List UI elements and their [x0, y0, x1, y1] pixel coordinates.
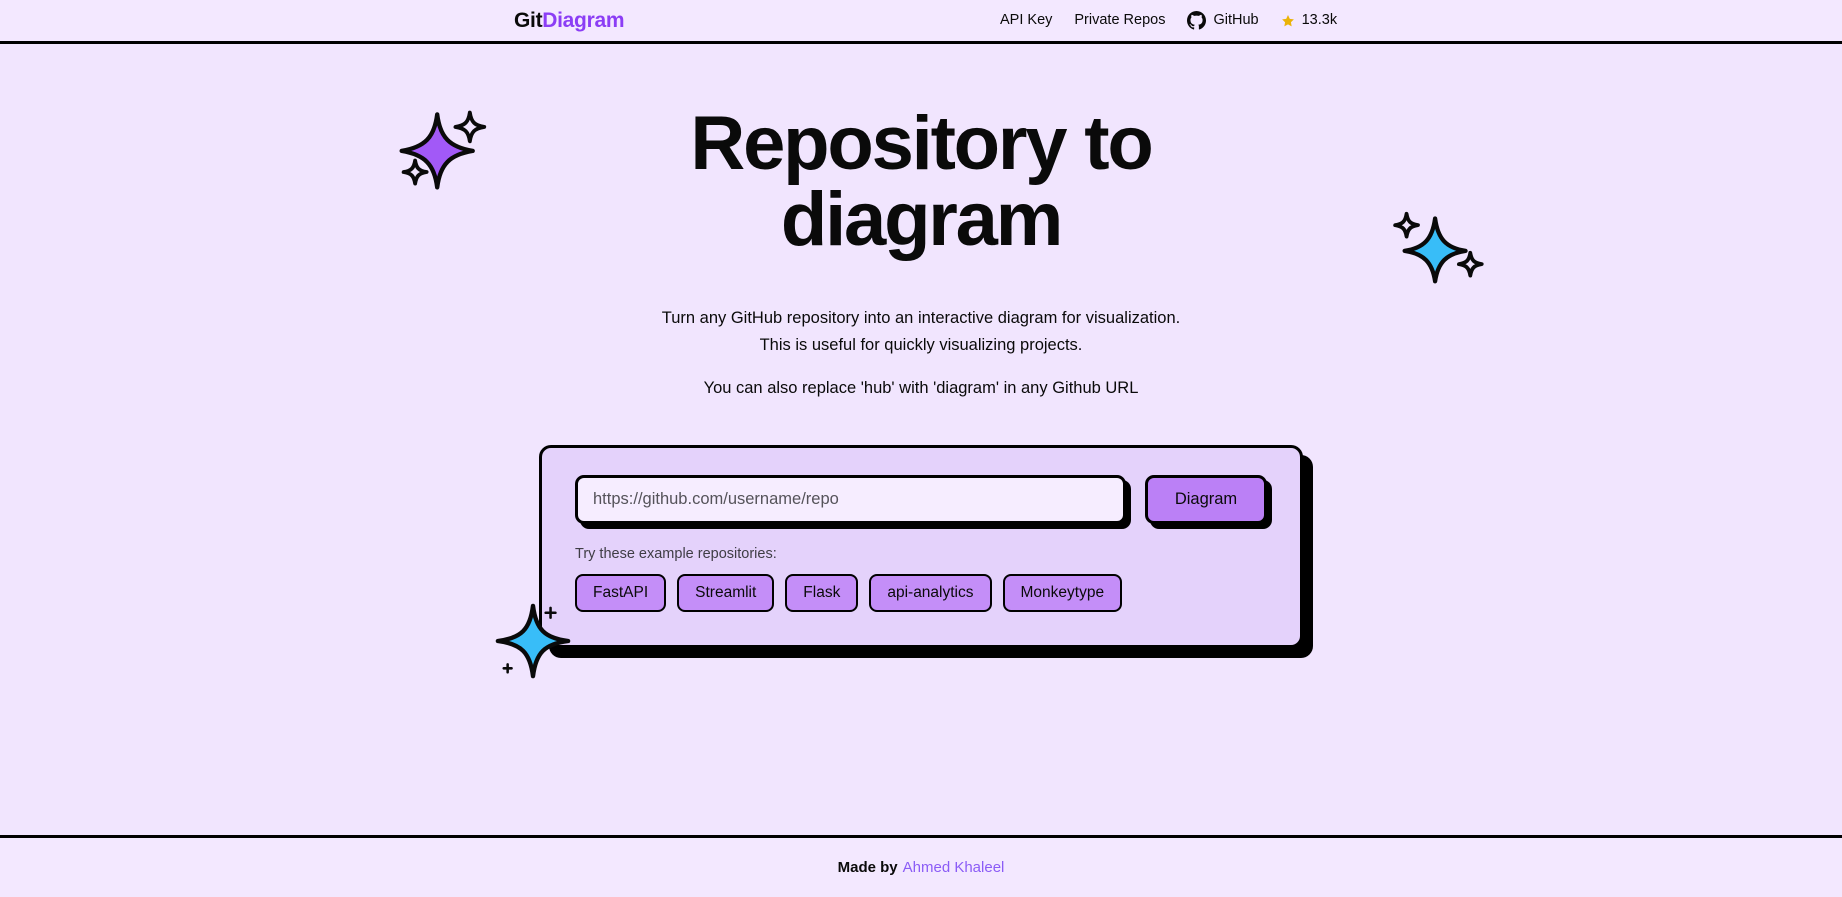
brand-git-text: Git [514, 8, 543, 32]
github-icon [1187, 11, 1207, 30]
page-title: Repository to diagram [371, 106, 1471, 258]
example-repo-streamlit[interactable]: Streamlit [677, 574, 775, 612]
example-repo-monkeytype[interactable]: Monkeytype [1002, 574, 1123, 612]
nav-label-stars: 13.3k [1301, 12, 1338, 29]
header-nav: API Key Private Repos GitHub 13.3k [1000, 0, 1842, 41]
site-footer: Made by Ahmed Khaleel [0, 835, 1842, 897]
example-repo-fastapi[interactable]: FastAPI [575, 574, 667, 612]
hero-section: Repository to diagram Turn any GitHub re… [371, 106, 1484, 402]
repo-url-input[interactable] [575, 475, 1126, 525]
examples-label: Try these example repositories: [575, 546, 777, 563]
footer-author-link[interactable]: Ahmed Khaleel [902, 859, 1005, 876]
brand-logo[interactable]: GitDiagram [514, 8, 625, 33]
nav-item-private-repos[interactable]: Private Repos [1074, 13, 1165, 28]
page-title-line2: diagram [780, 177, 1063, 262]
repo-form-card: Diagram Try these example repositories: … [539, 445, 1303, 648]
nav-label-github: GitHub [1213, 12, 1259, 29]
example-repo-flask[interactable]: Flask [785, 574, 859, 612]
nav-item-github[interactable]: GitHub [1187, 11, 1259, 30]
repo-input-row: Diagram [575, 475, 1267, 525]
footer-made-by-label: Made by [837, 859, 898, 876]
nav-item-api-key[interactable]: API Key [1000, 13, 1052, 28]
site-header: GitDiagram API Key Private Repos GitHub … [0, 0, 1842, 44]
example-repo-list: FastAPI Streamlit Flask api-analytics Mo… [575, 574, 1267, 612]
subtitle-line-3: You can also replace 'hub' with 'diagram… [703, 379, 1139, 398]
page-title-line1: Repository to [690, 101, 1153, 186]
subtitle-line-1: Turn any GitHub repository into an inter… [661, 309, 1181, 327]
main-content: Repository to diagram Turn any GitHub re… [0, 44, 1842, 824]
repo-form-section: Diagram Try these example repositories: … [495, 445, 1303, 679]
star-icon [1281, 14, 1295, 28]
subtitle-line-2: This is useful for quickly visualizing p… [759, 335, 1083, 354]
nav-label-api-key: API Key [1000, 12, 1053, 29]
example-repo-api-analytics[interactable]: api-analytics [869, 574, 992, 612]
hero-subtitle: Turn any GitHub repository into an inter… [371, 305, 1471, 402]
generate-diagram-button[interactable]: Diagram [1145, 475, 1267, 525]
nav-label-private-repos: Private Repos [1074, 12, 1166, 29]
brand-diagram-text: Diagram [542, 8, 625, 32]
subtitle-spacer [371, 358, 1471, 375]
nav-item-stars[interactable]: 13.3k [1281, 13, 1337, 28]
